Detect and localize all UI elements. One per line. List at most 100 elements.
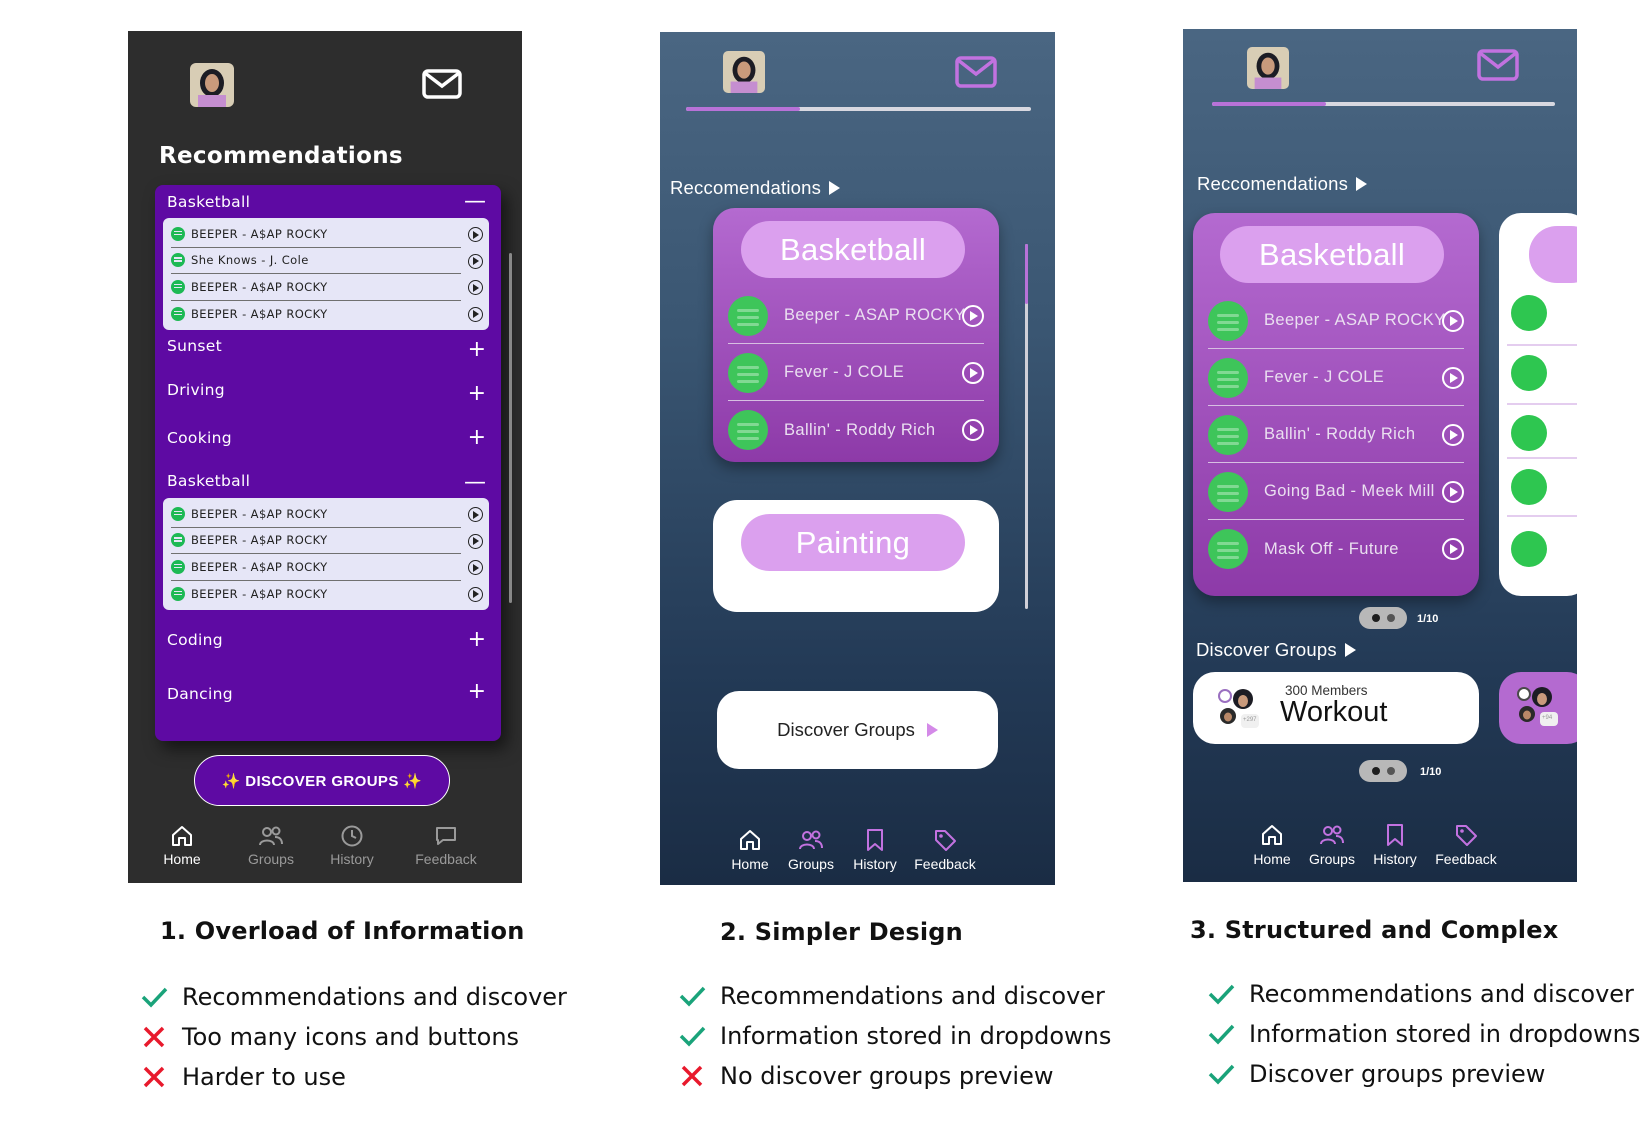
song-row[interactable]: BEEPER - A$AP ROCKY [171, 274, 483, 301]
play-icon[interactable] [468, 306, 483, 322]
song-list: BEEPER - A$AP ROCKY She Knows - J. Cole … [163, 218, 489, 330]
collapse-icon[interactable]: — [464, 470, 486, 495]
nav-groups[interactable]: Groups [1297, 819, 1367, 867]
groups-icon [1297, 819, 1367, 851]
play-arrow-icon [829, 181, 841, 195]
song-row[interactable]: BEEPER - A$AP ROCKY [171, 581, 483, 608]
nav-home[interactable]: Home [147, 821, 217, 867]
profile-avatar[interactable] [190, 63, 234, 107]
song-row[interactable]: She Knows - J. Cole [171, 248, 483, 274]
member-avatars: +297 [1215, 686, 1259, 730]
category-basketball[interactable]: Basketball [167, 472, 251, 490]
song-row[interactable]: Mask Off - Future [1208, 521, 1464, 577]
cross-icon [681, 1065, 703, 1087]
caption-point: Information stored in dropdowns [678, 1022, 1111, 1050]
group-card-workout[interactable]: +297 300 Members Workout [1193, 672, 1479, 744]
nav-feedback[interactable]: Feedback [411, 821, 481, 867]
play-icon[interactable] [1442, 367, 1464, 389]
expand-icon[interactable]: + [467, 337, 486, 362]
song-row[interactable]: BEEPER - A$AP ROCKY [171, 528, 483, 554]
discover-groups-header[interactable]: Discover Groups [1196, 639, 1356, 661]
song-row[interactable]: BEEPER - A$AP ROCKY [171, 301, 483, 328]
discover-groups-button[interactable]: ✨ DISCOVER GROUPS ✨ [194, 755, 450, 806]
spotify-icon [1208, 300, 1248, 341]
song-row[interactable]: Beeper - ASAP ROCKY [1208, 293, 1464, 349]
song-row[interactable]: Fever - J COLE [728, 345, 984, 401]
nav-home[interactable]: Home [715, 824, 785, 872]
recommendations-title: Recommendations [159, 143, 403, 169]
carousel-dots[interactable] [1359, 760, 1407, 782]
basketball-card[interactable]: Basketball Beeper - ASAP ROCKY Fever - J… [1193, 213, 1479, 596]
category-basketball[interactable]: Basketball [167, 193, 251, 211]
play-icon[interactable] [468, 280, 483, 295]
nav-home[interactable]: Home [1237, 819, 1307, 867]
page-indicator: 1/10 [1417, 613, 1439, 625]
nav-feedback[interactable]: Feedback [910, 824, 980, 872]
next-group-preview[interactable]: +94 [1499, 672, 1577, 744]
mail-icon[interactable] [955, 56, 997, 93]
play-icon[interactable] [1442, 538, 1464, 560]
spotify-icon [1511, 355, 1547, 391]
category-cooking[interactable]: Cooking [167, 429, 232, 447]
song-row[interactable]: Going Bad - Meek Mill [1208, 464, 1464, 520]
expand-icon[interactable]: + [467, 679, 486, 704]
play-icon[interactable] [962, 362, 984, 384]
song-row[interactable]: Ballin' - Roddy Rich [728, 402, 984, 458]
play-icon[interactable] [468, 507, 483, 522]
card-title: Painting [741, 514, 965, 571]
scrollbar[interactable] [509, 253, 512, 603]
recommendations-header[interactable]: Reccomendations [1197, 173, 1368, 195]
song-row[interactable]: Beeper - ASAP ROCKY [728, 288, 984, 344]
cross-icon [143, 1066, 165, 1088]
category-dancing[interactable]: Dancing [167, 685, 233, 703]
spotify-icon [1511, 469, 1547, 505]
play-icon[interactable] [468, 253, 483, 269]
spotify-icon [171, 279, 185, 294]
basketball-card[interactable]: Basketball Beeper - ASAP ROCKY Fever - J… [713, 208, 999, 462]
discover-groups-button[interactable]: Discover Groups [717, 691, 998, 769]
nav-history[interactable]: History [840, 824, 910, 872]
play-icon[interactable] [468, 533, 483, 549]
play-icon[interactable] [1442, 481, 1464, 503]
play-icon[interactable] [1442, 310, 1464, 332]
next-card-preview[interactable] [1499, 213, 1577, 596]
check-icon [1208, 1064, 1235, 1085]
expand-icon[interactable]: + [467, 381, 486, 406]
song-row[interactable]: BEEPER - A$AP ROCKY [171, 221, 483, 248]
nav-history[interactable]: History [1360, 819, 1430, 867]
spotify-icon [171, 559, 185, 574]
nav-groups[interactable]: Groups [236, 821, 306, 867]
scrollbar[interactable] [1025, 244, 1028, 609]
expand-icon[interactable]: + [467, 425, 486, 450]
spotify-icon [171, 506, 185, 521]
nav-groups[interactable]: Groups [776, 824, 846, 872]
profile-avatar[interactable] [1247, 47, 1289, 89]
song-row[interactable]: BEEPER - A$AP ROCKY [171, 554, 483, 581]
play-icon[interactable] [468, 586, 483, 602]
divider [1507, 457, 1577, 459]
collapse-icon[interactable]: — [464, 189, 486, 214]
nav-history[interactable]: History [317, 821, 387, 867]
expand-icon[interactable]: + [467, 627, 486, 652]
category-driving[interactable]: Driving [167, 381, 225, 399]
spotify-icon [728, 410, 768, 450]
play-icon[interactable] [468, 560, 483, 575]
home-icon [715, 824, 785, 856]
carousel-dots[interactable] [1359, 607, 1407, 629]
play-icon[interactable] [468, 227, 483, 242]
recommendations-header[interactable]: Reccomendations [670, 177, 841, 199]
mail-icon[interactable] [1477, 49, 1519, 86]
category-sunset[interactable]: Sunset [167, 337, 222, 355]
category-coding[interactable]: Coding [167, 631, 223, 649]
profile-avatar[interactable] [723, 51, 765, 93]
song-row[interactable]: Fever - J COLE [1208, 350, 1464, 406]
song-row[interactable]: BEEPER - A$AP ROCKY [171, 501, 483, 528]
painting-card[interactable]: Painting [713, 500, 999, 612]
play-icon[interactable] [962, 419, 984, 441]
home-icon [147, 821, 217, 851]
play-icon[interactable] [962, 305, 984, 327]
nav-feedback[interactable]: Feedback [1431, 819, 1501, 867]
play-icon[interactable] [1442, 424, 1464, 446]
song-row[interactable]: Ballin' - Roddy Rich [1208, 407, 1464, 463]
mail-icon[interactable] [422, 69, 462, 104]
